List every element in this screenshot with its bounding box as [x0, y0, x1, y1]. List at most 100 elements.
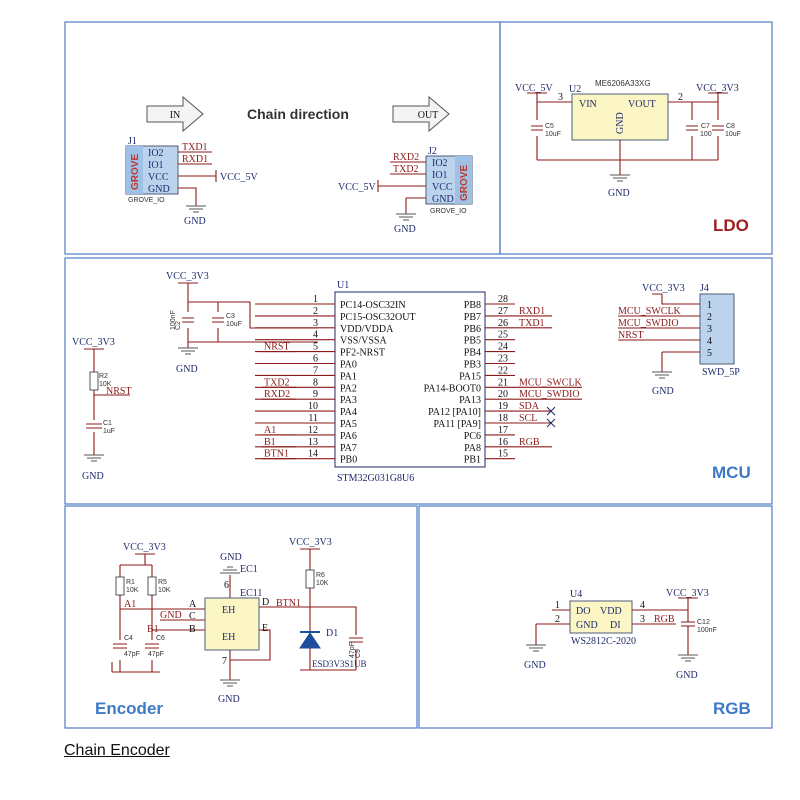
enc-eh-top: EH	[222, 605, 235, 616]
mcu-pin-name: PA6	[340, 431, 357, 442]
mcu-net-label: B1	[264, 437, 276, 448]
mcu-pin-number: 24	[498, 342, 508, 353]
rgb-ref: U4	[570, 589, 582, 600]
encoder-circuit: VCC_3V3 R1 10K R5 10K A1 B1 C4 47pF C6 4…	[111, 537, 367, 705]
mcu-pin-number: 15	[498, 449, 508, 460]
ldo-c7-val: 100nF	[700, 131, 720, 138]
mcu-pin-name: PB4	[464, 348, 481, 359]
r6-ref: R6	[316, 572, 325, 579]
enc-pin-d: D	[262, 597, 269, 608]
mcu-c2-ref: C2	[175, 321, 182, 330]
ldo-vout-net: VCC_3V3	[696, 83, 739, 94]
mcu-pin-name: PA1	[340, 371, 357, 382]
rgb-panel	[418, 505, 773, 729]
j1-ref: J1	[128, 136, 137, 147]
ldo-c8-val: 10uF	[725, 131, 741, 138]
j4-ref: J4	[700, 283, 709, 294]
j2-net-rxd2: RXD2	[393, 152, 419, 163]
mcu-pin-number: 19	[498, 401, 508, 412]
mcu-c2-val: 100nF	[170, 310, 177, 330]
mcu-pin-name: PA4	[340, 407, 357, 418]
mcu-pin-name: PA12 [PA10]	[428, 407, 481, 418]
ldo-pin3: 3	[558, 92, 563, 103]
encoder-panel	[64, 505, 418, 729]
r2-ref: R2	[99, 373, 108, 380]
mcu-pin-number: 10	[308, 401, 318, 412]
mcu-pin-name: PA2	[340, 383, 357, 394]
j1-pin-io1: IO1	[148, 160, 164, 171]
j2-pin-vcc: VCC	[432, 182, 453, 193]
enc-vcc-left: VCC_3V3	[123, 542, 166, 553]
j2-vcc: VCC_5V	[338, 182, 377, 193]
enc-gnd: GND	[218, 694, 240, 705]
enc-gnd-top: GND	[220, 552, 242, 563]
mcu-panel	[64, 257, 773, 505]
j4-net-swclk: MCU_SWCLK	[618, 306, 682, 317]
mcu-pin-name: PB3	[464, 360, 481, 371]
j4-net-nrst: NRST	[618, 330, 644, 341]
enc-vcc-right: VCC_3V3	[289, 537, 332, 548]
mcu-pin-name: PA0	[340, 360, 357, 371]
enc-ec1: EC1	[240, 564, 258, 575]
mcu-pin-number: 22	[498, 365, 508, 376]
r1-ref: R1	[126, 579, 135, 586]
mcu-pin-number: 5	[313, 342, 318, 353]
ldo-gnd: GND	[608, 188, 630, 199]
ldo-vin-pin: VIN	[579, 99, 597, 110]
mcu-net-label: RXD1	[519, 306, 545, 317]
encoder-title: Encoder	[95, 699, 163, 718]
mcu-left-pins: 1PC14-OSC32IN2PC15-OSC32OUT3VDD/VDDA4VSS…	[255, 294, 416, 466]
rgb-vdd-pin: VDD	[600, 606, 622, 617]
mcu-pin-number: 27	[498, 306, 508, 317]
enc-pin7: 7	[222, 656, 227, 667]
j4-swd-header: VCC_3V3 J4 MCU_SWCLK MCU_SWDIO NRST 1 2 …	[618, 283, 740, 397]
mcu-net-label: RXD2	[264, 389, 290, 400]
mcu-pin-name: PA5	[340, 419, 357, 430]
j2-pin-io2: IO2	[432, 158, 448, 169]
j2-net-txd2: TXD2	[393, 164, 419, 175]
ldo-vout-pin: VOUT	[628, 99, 656, 110]
mcu-pin-number: 3	[313, 318, 318, 329]
j4-pin4: 4	[707, 336, 712, 347]
mcu-pin-name: PB6	[464, 324, 481, 335]
enc-pin-e: E	[262, 623, 268, 634]
mcu-pin-number: 1	[313, 294, 318, 305]
mcu-net-label: BTN1	[264, 449, 289, 460]
mcu-pin-name: PA7	[340, 443, 357, 454]
ldo-c7-ref: C7	[701, 123, 710, 130]
j4-net-swdio: MCU_SWDIO	[618, 318, 679, 329]
rgb-net: RGB	[654, 614, 675, 625]
no-connect-mark	[546, 406, 556, 416]
j4-pin5: 5	[707, 348, 712, 359]
chain-direction-title: Chain direction	[247, 106, 349, 122]
mcu-pin-number: 13	[308, 437, 318, 448]
nrst-gnd: GND	[82, 471, 104, 482]
r1-val: 10K	[126, 587, 139, 594]
j1-gnd: GND	[184, 216, 206, 227]
enc-pin6: 6	[224, 580, 229, 591]
enc-d1: D1	[326, 628, 338, 639]
mcu-pin-name: PC6	[464, 431, 481, 442]
nrst-circuit: VCC_3V3 R2 10K NRST C1 1uF GND	[72, 337, 132, 482]
enc-net-btn1: BTN1	[276, 598, 301, 609]
j1-net-rxd1: RXD1	[182, 154, 208, 165]
enc-d1-part: ESD3V3S1UB	[312, 659, 367, 669]
j1-vcc: VCC_5V	[220, 172, 259, 183]
j1-name: GROVE_IO	[128, 197, 165, 204]
mcu-net-label: MCU_SWDIO	[519, 389, 580, 400]
mcu-pin-name: PB8	[464, 300, 481, 311]
mcu-decoupling: VCC_3V3 C2 100nF C3 10uF GND	[166, 271, 318, 375]
mcu-pin-name: VDD/VDDA	[340, 324, 394, 335]
r5-ref: R5	[158, 579, 167, 586]
j4-pin3: 3	[707, 324, 712, 335]
j4-vcc: VCC_3V3	[642, 283, 685, 294]
j2-ref: J2	[428, 146, 437, 157]
enc-net-gnd: GND	[160, 610, 182, 621]
rgb-gnd-pin: GND	[576, 620, 598, 631]
c6-val: 47pF	[148, 651, 164, 658]
rgb-title: RGB	[713, 699, 751, 718]
mcu-pin-number: 18	[498, 413, 508, 424]
mcu-net-label: A1	[264, 425, 276, 436]
mcu-net-label: TXD2	[264, 377, 290, 388]
j1-pin-io2: IO2	[148, 148, 164, 159]
